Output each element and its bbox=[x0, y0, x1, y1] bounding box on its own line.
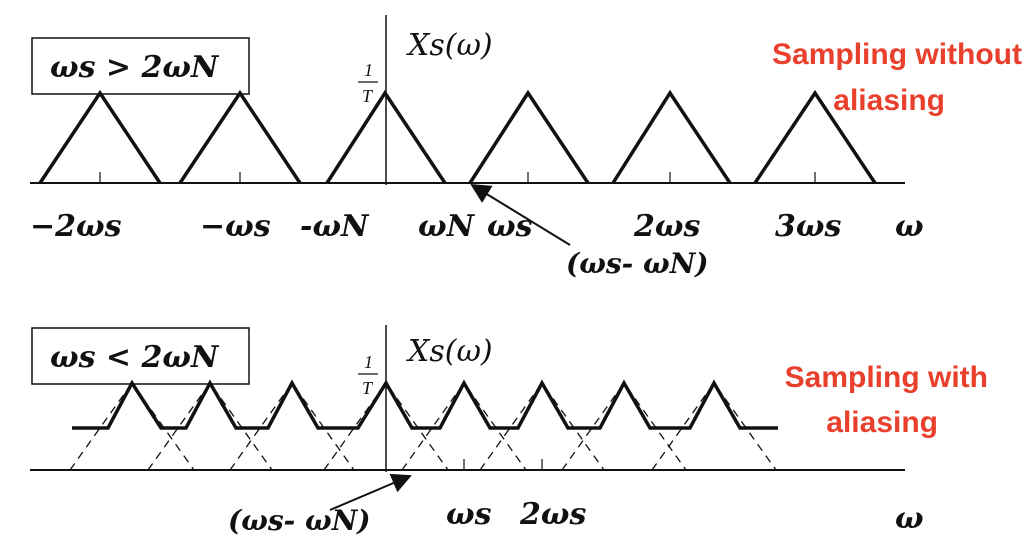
top-label-ws: ωs bbox=[487, 209, 533, 244]
bottom-dashed-replica bbox=[401, 381, 527, 471]
top-caption-line1: Sampling without bbox=[772, 38, 1022, 71]
top-label-2ws: 2ωs bbox=[633, 209, 700, 244]
top-replica-ws bbox=[468, 89, 590, 184]
bottom-caption-line1: Sampling with bbox=[785, 361, 988, 394]
bottom-dashed-replica bbox=[323, 381, 449, 471]
top-label-minus-wn: -ωN bbox=[300, 209, 370, 244]
top-gap-arrow bbox=[470, 183, 571, 246]
top-replica-2ws bbox=[611, 89, 732, 184]
top-gap-label: (ωs- ωN) bbox=[566, 247, 709, 280]
bottom-function-label: Xs(ω) bbox=[406, 334, 493, 369]
top-replica-minus-ws bbox=[178, 89, 302, 184]
top-panel: ωs > 2ωN 1 T Xs(ω) −2ωs −ωs bbox=[30, 15, 1022, 280]
bottom-label-2ws: 2ωs bbox=[519, 497, 586, 532]
bottom-aliased-spectrum bbox=[72, 379, 778, 430]
bottom-amplitude-numerator: 1 bbox=[364, 352, 373, 372]
top-replica-baseband bbox=[325, 89, 447, 184]
top-label-wn: ωN bbox=[418, 209, 476, 244]
top-label-minus-ws: −ωs bbox=[200, 209, 271, 244]
bottom-dashed-replica bbox=[651, 381, 777, 471]
top-replica-3ws bbox=[753, 89, 877, 184]
bottom-dashed-replica bbox=[479, 381, 605, 471]
bottom-gap-label: (ωs- ωN) bbox=[228, 504, 371, 537]
bottom-gap-arrow bbox=[329, 473, 412, 511]
bottom-condition-text: ωs < 2ωN bbox=[50, 340, 220, 375]
top-function-label: Xs(ω) bbox=[406, 28, 493, 63]
bottom-dashed-replica bbox=[69, 381, 195, 471]
bottom-condition-box bbox=[31, 327, 250, 385]
bottom-label-omega: ω bbox=[895, 501, 924, 536]
top-condition-text: ωs > 2ωN bbox=[50, 50, 220, 85]
bottom-caption-line2: aliasing bbox=[826, 406, 938, 439]
top-label-minus-2ws: −2ωs bbox=[30, 209, 122, 244]
top-replica-minus-2ws bbox=[38, 89, 162, 184]
top-label-3ws: 3ωs bbox=[775, 209, 841, 244]
bottom-dashed-replica bbox=[147, 381, 273, 471]
bottom-dashed-replica bbox=[229, 381, 355, 471]
top-label-omega: ω bbox=[895, 209, 924, 244]
top-caption-line2: aliasing bbox=[833, 84, 945, 117]
bottom-label-ws: ωs bbox=[446, 497, 492, 532]
top-amplitude-numerator: 1 bbox=[364, 60, 373, 80]
bottom-amplitude-denominator: T bbox=[362, 378, 374, 398]
top-amplitude-denominator: T bbox=[362, 86, 374, 106]
bottom-dashed-replica bbox=[561, 381, 687, 471]
bottom-panel: ωs < 2ωN 1 T Xs(ω) (ωs- ωN) bbox=[30, 325, 988, 537]
top-condition-box bbox=[31, 37, 250, 95]
